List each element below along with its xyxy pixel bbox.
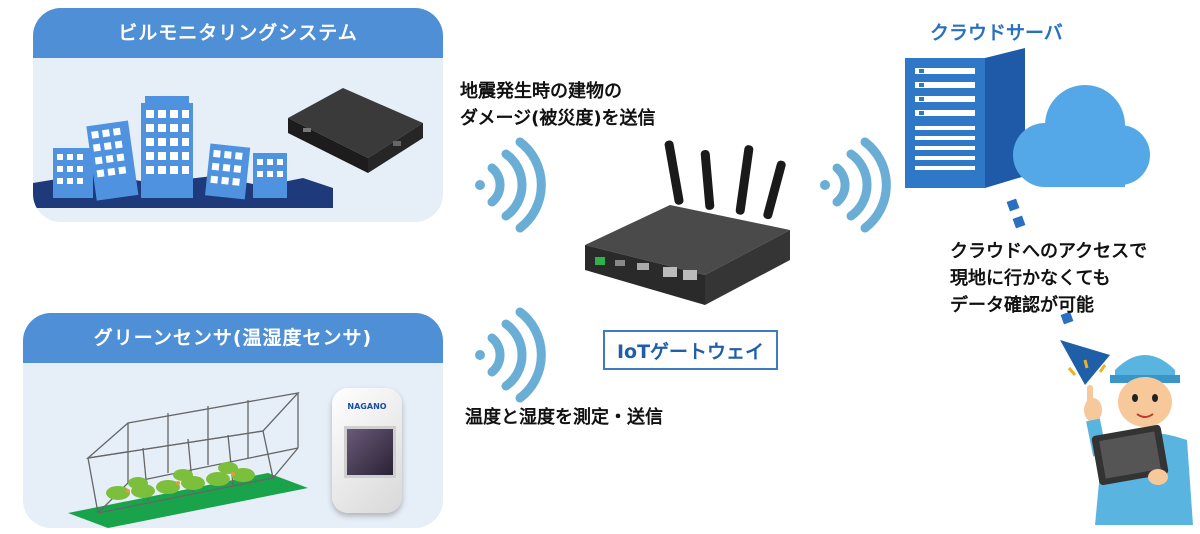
access-text-line1: クラウドへのアクセスで xyxy=(950,241,1148,262)
access-text-line3: データ確認が可能 xyxy=(950,295,1094,316)
building-monitoring-panel: ビルモニタリングシステム xyxy=(33,8,443,222)
earthquake-text-line2: ダメージ(被災度)を送信 xyxy=(460,108,656,129)
greenhouse-icon xyxy=(68,392,308,528)
cloud-icon xyxy=(1013,85,1150,187)
wifi-wave-icon xyxy=(475,307,546,403)
building-panel-title: ビルモニタリングシステム xyxy=(33,8,443,58)
cloud-server-title: クラウドサーバ xyxy=(930,22,1063,44)
access-text-line2: 現地に行かなくても xyxy=(950,268,1111,289)
wifi-wave-icon xyxy=(820,137,891,233)
gateway-router-icon xyxy=(585,140,790,305)
wifi-wave-icon xyxy=(475,137,546,233)
cloud-to-user-link xyxy=(1006,198,1074,325)
green-sensor-panel: グリーンセンサ(温湿度センサ) NAGANO xyxy=(23,313,443,528)
sensor-logo: NAGANO xyxy=(347,402,387,411)
sensor-display xyxy=(344,426,396,478)
sensor-device-icon: NAGANO xyxy=(332,388,402,513)
earthquake-text: 地震発生時の建物の ダメージ(被災度)を送信 xyxy=(460,78,656,132)
tablet-icon xyxy=(1091,424,1169,486)
earthquake-text-line1: 地震発生時の建物の xyxy=(460,81,622,102)
gateway-label: IoTゲートウェイ xyxy=(603,330,778,370)
access-text: クラウドへのアクセスで 現地に行かなくても データ確認が可能 xyxy=(950,238,1147,319)
building-icon xyxy=(33,96,333,208)
controller-box-icon xyxy=(288,88,423,173)
temperature-humidity-text: 温度と湿度を測定・送信 xyxy=(465,407,663,428)
green-panel-title: グリーンセンサ(温湿度センサ) xyxy=(23,313,443,363)
